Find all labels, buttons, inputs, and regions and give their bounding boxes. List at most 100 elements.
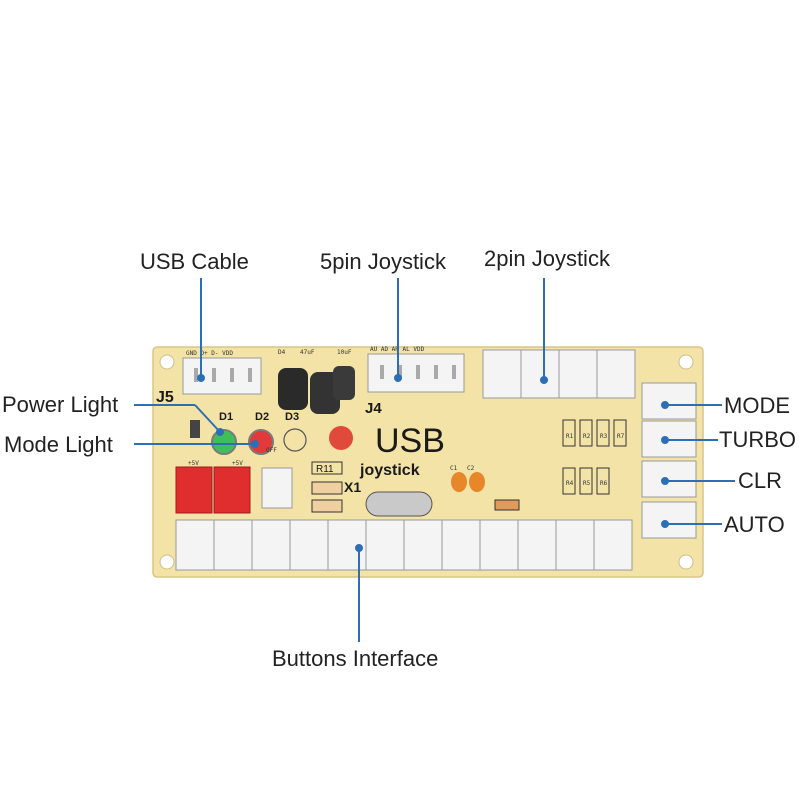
resistor-r4: [562, 467, 576, 495]
c1-label: C1: [450, 465, 458, 472]
mode-light-dot: [251, 440, 259, 448]
joystick-2pin-connector-1: [482, 349, 522, 399]
power-light-callout: Power Light: [2, 392, 119, 417]
j4-pin: [380, 365, 384, 379]
x1-label: X1: [344, 479, 361, 495]
board-subtitle: joystick: [359, 462, 420, 479]
capacitor-47uf: [278, 368, 308, 410]
capacitor-10uf-b: [333, 366, 355, 400]
joystick-2pin-connector-2: [520, 349, 560, 399]
joystick-2pin-connector-3: [558, 349, 598, 399]
button-connector: [289, 519, 329, 571]
ceramic-capacitor-c1: [451, 472, 467, 492]
c2-label: C2: [467, 465, 475, 472]
r1-label: R1: [566, 433, 574, 440]
status-dot: [329, 426, 353, 450]
mount-hole-bl: [159, 554, 175, 570]
j5-pin: [230, 368, 234, 382]
turbo-dot: [661, 436, 669, 444]
mount-hole-tl: [159, 354, 175, 370]
board-title: USB: [375, 422, 445, 460]
j4-pin: [452, 365, 456, 379]
r7-label: R7: [617, 433, 625, 440]
button-connector: [403, 519, 443, 571]
resistor: [311, 481, 343, 495]
mount-hole-tr: [678, 354, 694, 370]
resistor-r1: [562, 419, 576, 447]
buttons-interface-connectors: [175, 519, 633, 571]
r3-label: R3: [600, 433, 608, 440]
j4-pin: [416, 365, 420, 379]
power-light-dot: [216, 428, 224, 436]
button-connector: [593, 519, 633, 571]
joystick-2pin-callout: 2pin Joystick: [484, 246, 610, 271]
button-connector: [555, 519, 595, 571]
j5-pin: [212, 368, 216, 382]
auto-dot: [661, 520, 669, 528]
joystick-2pin-connector-4: [596, 349, 636, 399]
resistor: [311, 499, 343, 513]
buttons-interface-callout: Buttons Interface: [272, 646, 439, 671]
mode-light-callout: Mode Light: [4, 432, 113, 457]
mode-callout: MODE: [724, 393, 790, 418]
j5-label: J5: [156, 389, 174, 406]
j4-pin: [434, 365, 438, 379]
usb-cable-callout: USB Cable: [140, 249, 249, 274]
resistor-r3: [596, 419, 610, 447]
clr-callout: CLR: [738, 468, 783, 493]
capacitor-10uf: [310, 372, 340, 414]
resistor-r6: [596, 467, 610, 495]
cap-b-label: 10uF: [337, 349, 352, 356]
auto-callout: AUTO: [724, 512, 785, 537]
usb-cable-dot: [197, 374, 205, 382]
r6-label: R6: [600, 480, 608, 487]
turbo-callout: TURBO: [719, 427, 796, 452]
button-connector: [517, 519, 557, 571]
j5-pin: [248, 368, 252, 382]
diode: [494, 499, 520, 511]
auto-connector: [641, 501, 697, 539]
j5-pin: [194, 368, 198, 382]
crystal-x1: [365, 491, 433, 517]
j4-label: J4: [365, 400, 382, 417]
buttons-interface-dot: [355, 544, 363, 552]
d1-label: D1: [219, 411, 233, 423]
off-label: OFF: [266, 447, 277, 454]
resistor-r7: [613, 419, 627, 447]
joystick-2pin-dot: [540, 376, 548, 384]
joystick-5pin-callout: 5pin Joystick: [320, 249, 446, 274]
r5-label: R5: [583, 480, 591, 487]
button-connector: [175, 519, 215, 571]
j4-pin: [398, 365, 402, 379]
r4-label: R4: [566, 480, 574, 487]
mode-dot: [661, 401, 669, 409]
callout-lines: [134, 278, 735, 642]
button-connector: [213, 519, 253, 571]
clr-connector: [641, 460, 697, 498]
d2-label: D2: [255, 411, 269, 423]
button-connector: [365, 519, 405, 571]
red-connector-1: [175, 466, 213, 514]
joystick-5pin-dot: [394, 374, 402, 382]
plus5v-b-label: +5V: [232, 460, 243, 467]
r11-label: R11: [316, 464, 334, 475]
resistor-r5: [579, 467, 593, 495]
cap-a-label: 47uF: [300, 349, 315, 356]
switch-header: [261, 467, 293, 509]
d3-label: D3: [285, 411, 299, 423]
power-light-leader-2: [194, 404, 221, 433]
plus5v-a-label: +5V: [188, 460, 199, 467]
ceramic-capacitor-c2: [469, 472, 485, 492]
red-connector-2: [213, 466, 251, 514]
power-light-led: [211, 429, 237, 455]
clr-dot: [661, 477, 669, 485]
button-connector: [441, 519, 481, 571]
r2-label: R2: [583, 433, 591, 440]
resistor-r2: [579, 419, 593, 447]
resistor-r11: [311, 461, 343, 475]
button-connector: [251, 519, 291, 571]
d4-label: D4: [278, 349, 286, 356]
j5-pin-labels: GND D+ D- VDD: [186, 350, 233, 357]
